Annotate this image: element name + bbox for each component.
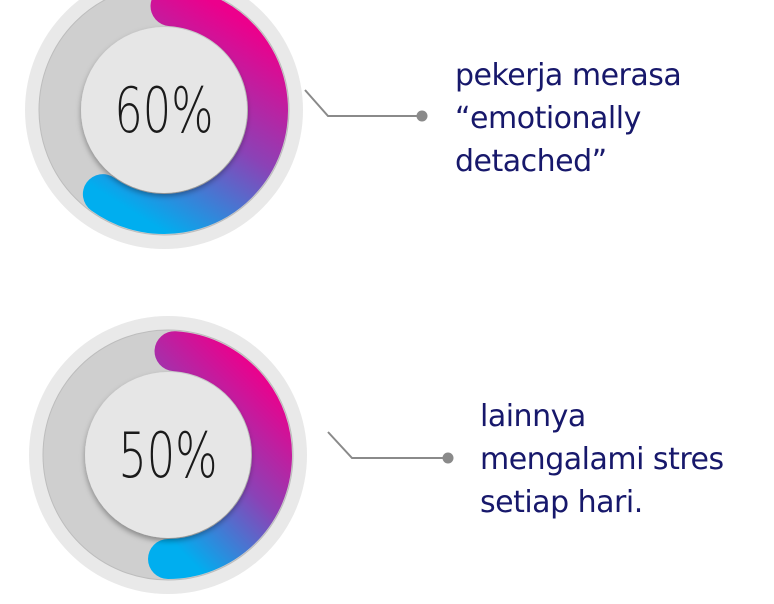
connector-dot (442, 452, 454, 464)
gauge-value-label: 50% (118, 420, 217, 492)
gauge-value-arc (148, 331, 292, 579)
caption-line: detached” (455, 144, 607, 179)
caption-2: lainnya mengalami stres setiap hari. (480, 395, 724, 524)
caption-line: mengalami stres (480, 442, 724, 477)
caption-line: pekerja merasa (455, 58, 682, 93)
caption-line: setiap hari. (480, 485, 643, 520)
caption-1: pekerja merasa “emotionally detached” (455, 54, 682, 183)
gauge-value-arc (82, 0, 288, 234)
caption-line: “emotionally (455, 101, 641, 136)
gauge-value-label: 60% (114, 75, 213, 147)
connector-line (304, 89, 422, 117)
caption-line: lainnya (480, 399, 586, 434)
gauge-center-disc (81, 27, 247, 193)
connector-line (327, 431, 448, 459)
connector-dot (416, 110, 428, 122)
gauge-center-disc (85, 372, 251, 538)
